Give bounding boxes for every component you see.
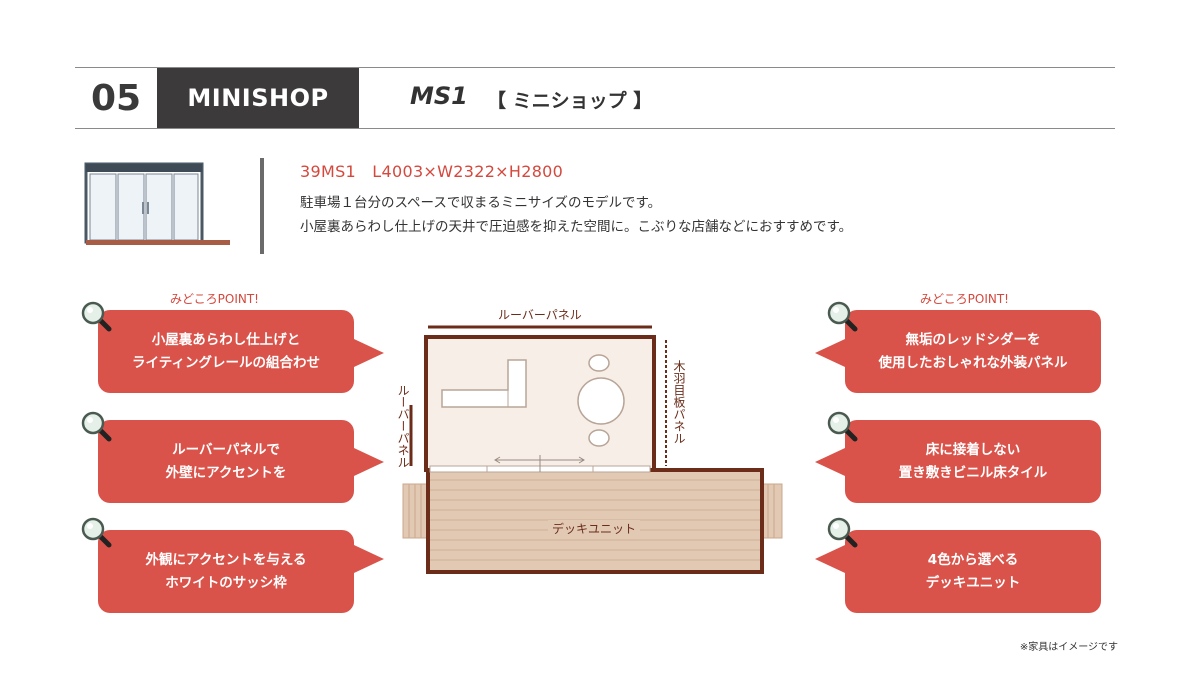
callout-text: 外壁にアクセントを	[165, 464, 287, 481]
callout-text: デッキユニット	[925, 574, 1021, 591]
callout-left-3: 外観にアクセントを与える ホワイトのサッシ枠	[98, 530, 354, 613]
magnifier-icon	[827, 517, 858, 548]
model-name: MS1	[410, 82, 468, 110]
callout-pointer	[354, 448, 384, 476]
accent-bar	[260, 158, 264, 254]
callout-text: ルーバーパネルで	[172, 441, 280, 458]
product-description-line: 小屋裏あらわし仕上げの天井で圧迫感を抑えた空間に。こぶりな店舗などにおすすめです…	[300, 219, 853, 235]
callout-text: 外観にアクセントを与える	[145, 551, 307, 568]
callout-left-1: 小屋裏あらわし仕上げと ライティングレールの組合わせ	[98, 310, 354, 393]
callout-pointer	[354, 339, 384, 367]
product-thumbnail	[84, 162, 230, 245]
model-subtitle: 【 ミニショップ 】	[487, 90, 653, 112]
plan-label-deck: デッキユニット	[548, 520, 641, 537]
callout-right-3: 4色から選べる デッキユニット	[845, 530, 1101, 613]
callout-pointer	[815, 339, 845, 367]
plan-label-top: ルーバーパネル	[498, 308, 582, 322]
callout-pointer	[815, 545, 845, 573]
callout-text: 床に接着しない	[925, 441, 1021, 458]
plan-label-left: ルーバーパネル	[396, 384, 410, 468]
product-spec: 39MS1 L4003×W2322×H2800	[300, 162, 564, 181]
callout-right-2: 床に接着しない 置き敷きビニル床タイル	[845, 420, 1101, 503]
point-label-left: みどころPOINT!	[170, 292, 259, 306]
callout-text: 使用したおしゃれな外装パネル	[878, 354, 1068, 371]
magnifier-icon	[827, 301, 858, 332]
floor-plan	[402, 325, 783, 574]
plan-label-right: 木羽目板パネル	[672, 360, 686, 444]
callout-text: ホワイトのサッシ枠	[165, 574, 287, 591]
magnifier-icon	[827, 411, 858, 442]
callout-pointer	[815, 448, 845, 476]
product-description-line: 駐車場１台分のスペースで収まるミニサイズのモデルです。	[300, 195, 662, 211]
callout-text: 置き敷きビニル床タイル	[898, 464, 1048, 481]
section-number: 05	[90, 77, 142, 119]
magnifier-icon	[81, 517, 112, 548]
callout-left-2: ルーバーパネルで 外壁にアクセントを	[98, 420, 354, 503]
header-bottom-rule	[75, 128, 1115, 129]
category-title: MINISHOP	[157, 68, 359, 128]
callout-text: 無垢のレッドシダーを	[905, 331, 1041, 348]
header-top-rule	[75, 67, 1115, 68]
point-label-right: みどころPOINT!	[920, 292, 1009, 306]
callout-pointer	[354, 545, 384, 573]
magnifier-icon	[81, 411, 112, 442]
callout-text: ライティングレールの組合わせ	[132, 354, 320, 371]
footnote: ※家具はイメージです	[1019, 642, 1118, 653]
callout-right-1: 無垢のレッドシダーを 使用したおしゃれな外装パネル	[845, 310, 1101, 393]
magnifier-icon	[81, 301, 112, 332]
callout-text: 小屋裏あらわし仕上げと	[151, 331, 301, 348]
callout-text: 4色から選べる	[927, 551, 1019, 568]
